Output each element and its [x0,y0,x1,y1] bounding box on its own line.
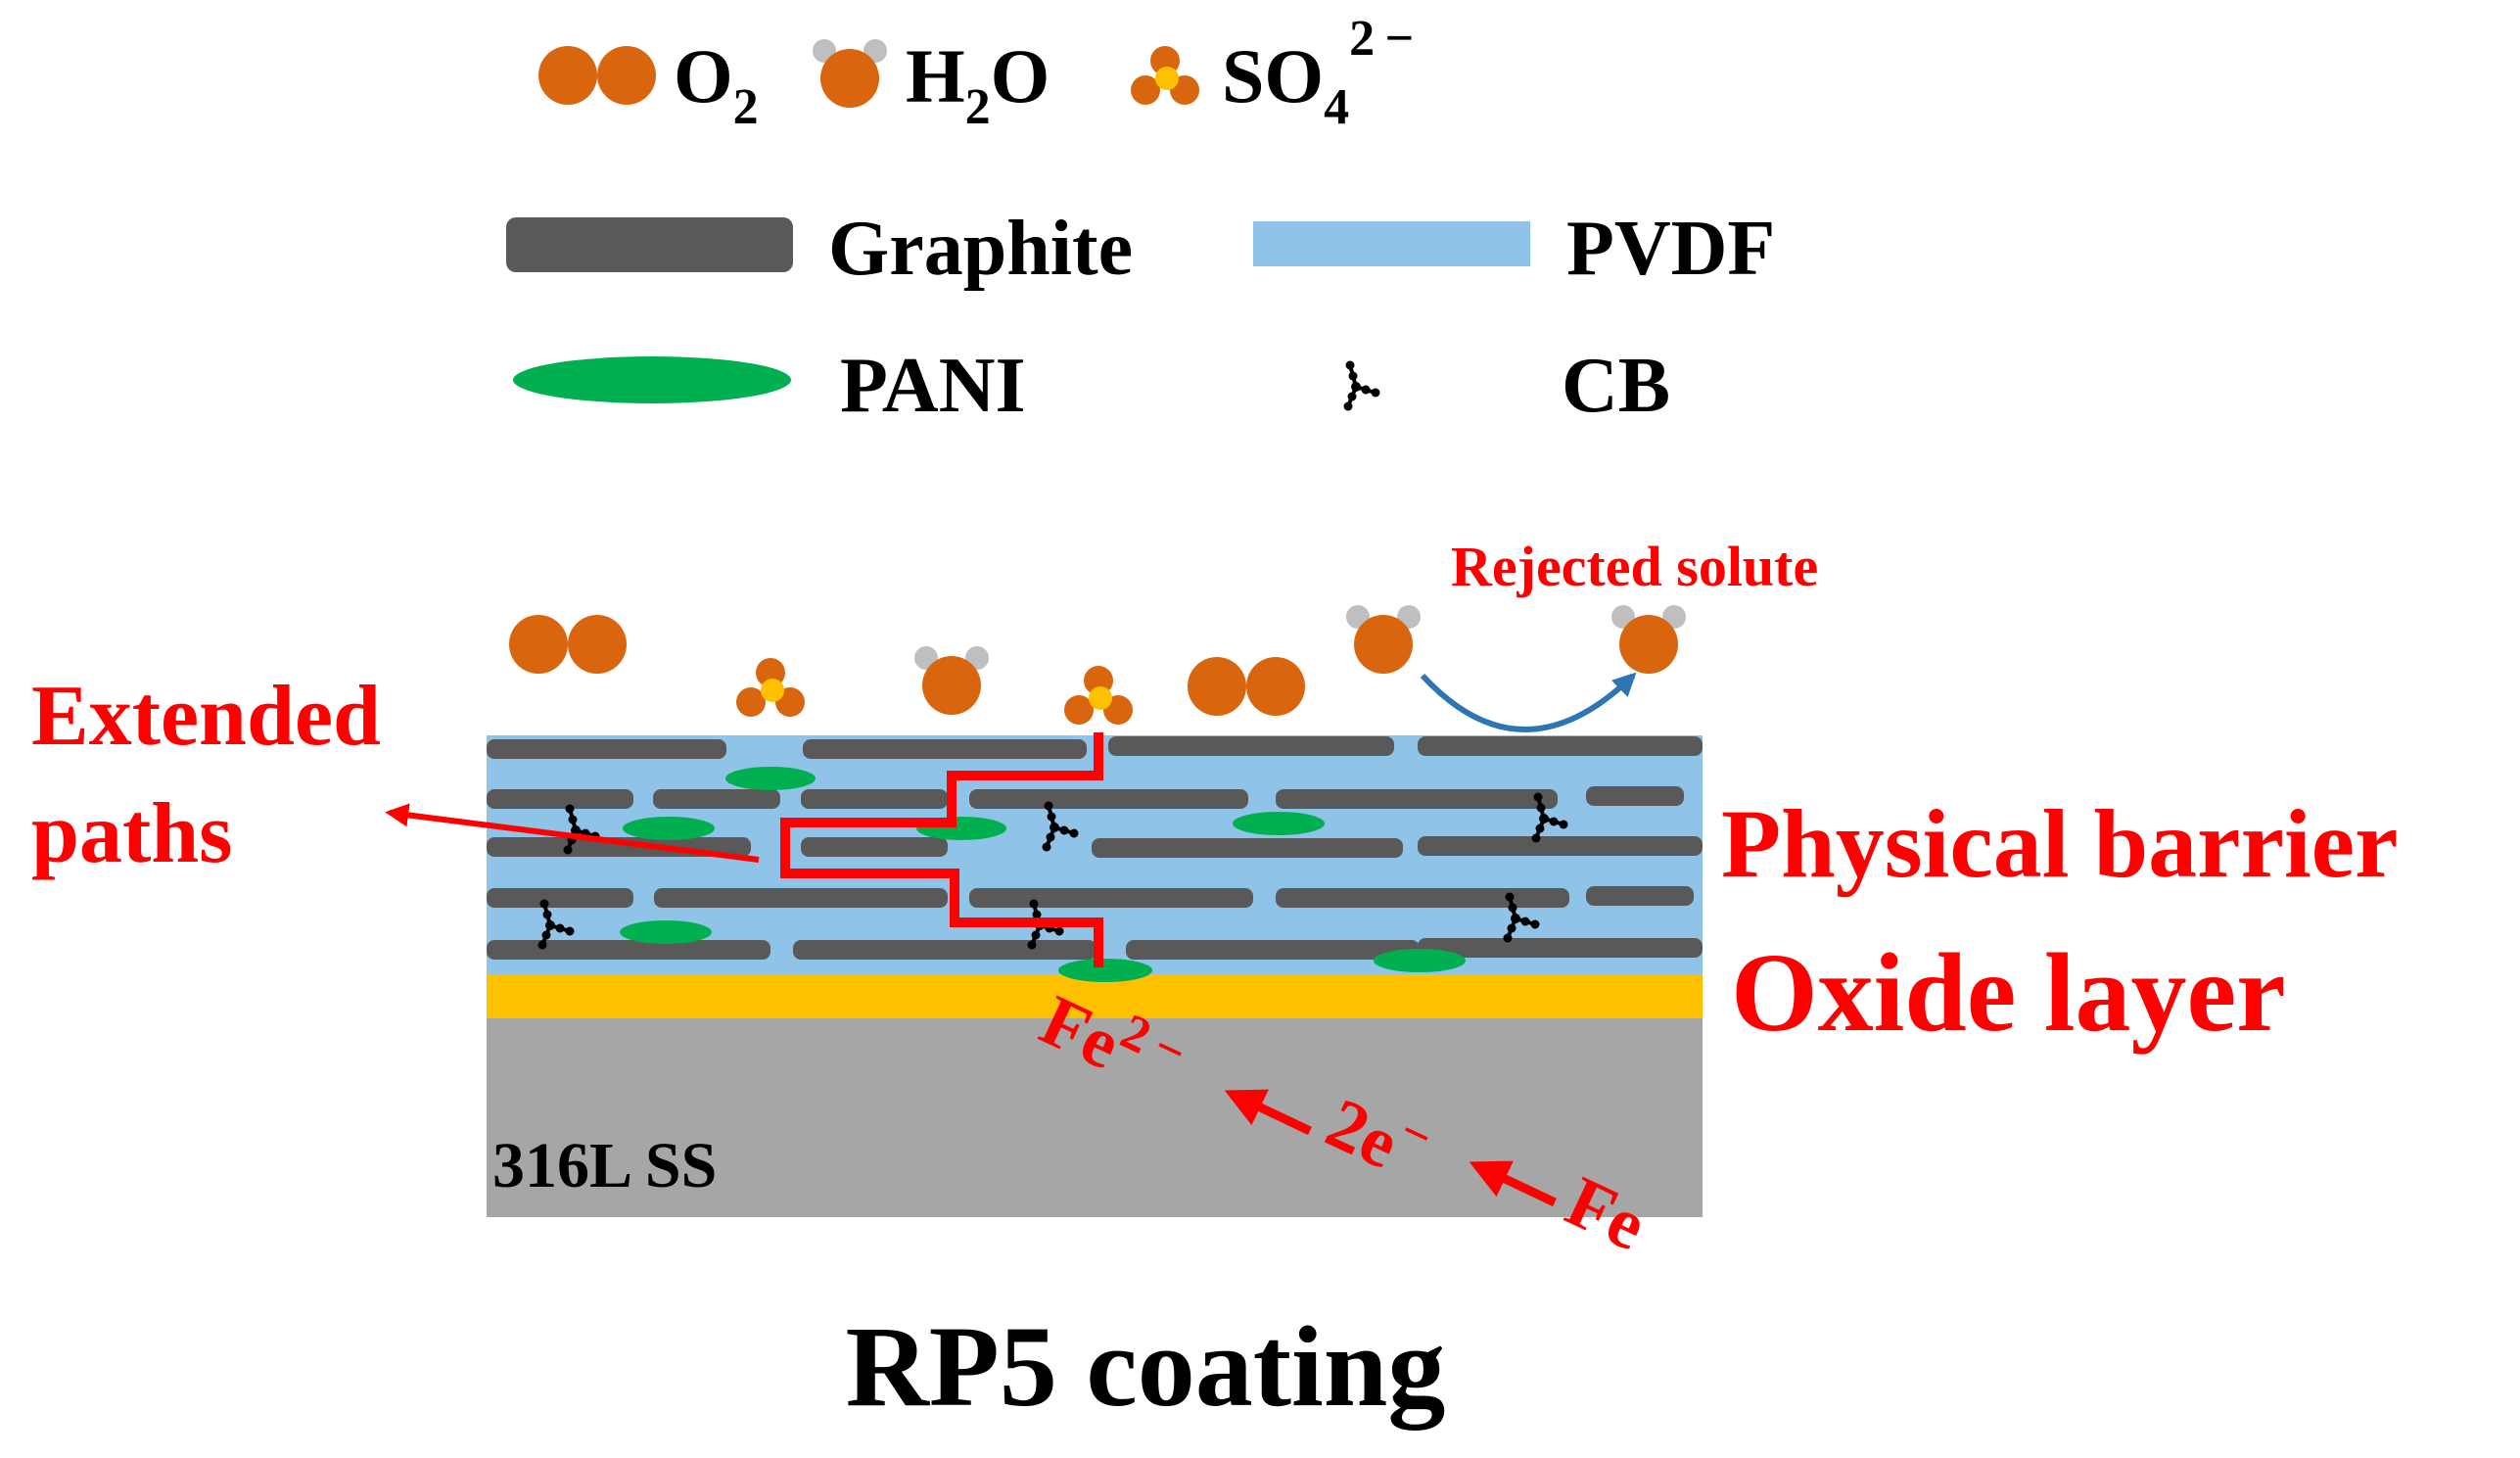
graphite-flake [1418,836,1703,856]
o2-molecule-icon [1188,657,1305,716]
graphite-flake [487,789,633,809]
physical-barrier-label: Physical barrier [1721,789,2399,898]
oxide-layer-label: Oxide layer [1731,930,2286,1055]
coating-stack [487,732,1703,1217]
sulfate-ion-icon [736,658,805,717]
legend: O2 H2O SO42 − Graphite PVDF PANI CB [506,11,1775,429]
graphite-flake [1418,736,1703,756]
sulfate-ion-icon [1131,46,1199,105]
pani-particle [620,920,712,944]
pani-particle [623,817,715,840]
graphite-flake [1108,736,1394,756]
graphite-flake [654,888,948,908]
graphite-flake [487,940,770,960]
graphite-flake [969,789,1248,809]
legend-cb-label: CB [1562,343,1670,429]
o2-molecule-icon [538,46,656,105]
diffusion-path [780,732,1103,967]
graphite-flakes [487,736,1703,960]
h2o-molecule-icon [1346,605,1421,674]
graphite-flake [487,739,726,759]
graphite-flake [1276,888,1569,908]
graphite-flake [803,739,1087,759]
graphite-flake [1276,789,1558,809]
graphite-flake [653,789,780,809]
legend-graphite-label: Graphite [828,206,1133,292]
h2o-molecule-icon [914,646,989,715]
graphite-flake [1586,886,1694,906]
o2-molecule-icon [509,615,627,674]
graphite-flake [801,789,948,809]
legend-h2o-label: H2O [906,33,1050,135]
graphite-swatch [506,217,793,272]
graphite-flake [1586,786,1684,806]
graphite-flake [1126,940,1420,960]
graphite-flake [793,940,1097,960]
pvdf-swatch [1253,221,1530,266]
graphite-flake [1418,938,1703,958]
legend-so4-label: SO42 − [1222,11,1414,135]
extended-paths-label-line2: paths [31,786,232,881]
caption: RP5 coating [846,1302,1446,1431]
rejection-arrow [1420,672,1637,732]
electron-arrow-2 [1469,1160,1557,1207]
electron-arrow-1 [1224,1089,1312,1136]
pani-particle [1058,959,1152,982]
graphite-flake [487,888,633,908]
pani-particle [1374,949,1466,972]
legend-pani-label: PANI [840,343,1026,429]
legend-pvdf-label: PVDF [1566,206,1775,292]
extended-paths-arrow [385,803,760,863]
graphite-flake [969,888,1253,908]
rejected-solute-label: Rejected solute [1451,535,1818,598]
pani-particle [1233,812,1325,835]
graphite-flake [1092,838,1403,858]
substrate-label: 316L SS [492,1130,717,1201]
pani-particles [620,767,1466,982]
pani-swatch [513,356,791,403]
legend-o2-label: O2 [674,33,759,135]
carbon-black-icon [1341,358,1382,413]
h2o-molecule-icon [1611,605,1686,674]
h2o-molecule-icon [813,39,887,108]
sulfate-ion-icon [1064,666,1133,725]
solutes [509,605,1686,725]
graphite-flake [801,837,948,857]
pani-particle [725,767,816,790]
extended-paths-label-line1: Extended [31,669,381,764]
